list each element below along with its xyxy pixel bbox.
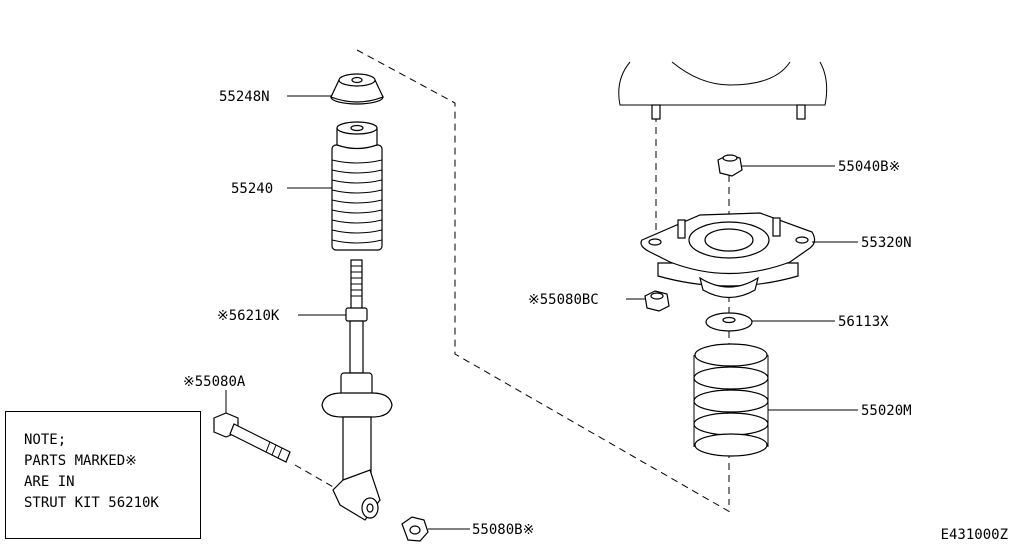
label-mount-insulator: 55320N	[861, 235, 912, 251]
assembly-dashed-line-shock	[356, 49, 731, 513]
note-line: NOTE;	[24, 432, 67, 448]
note-line: PARTS MARKED※	[24, 453, 137, 469]
label-strut-kit: ※56210K	[217, 308, 280, 324]
mount-insulator-part[interactable]	[640, 212, 816, 299]
top-nut-part[interactable]	[717, 154, 743, 177]
label-mount-nut: ※55080BC	[528, 292, 599, 308]
label-bound-bumper: 55240	[231, 181, 273, 197]
vehicle-body-part	[618, 61, 828, 120]
note-box: NOTE; PARTS MARKED※ ARE IN STRUT KIT 562…	[5, 411, 201, 539]
note-line: ARE IN	[24, 474, 75, 490]
bottom-nut-part[interactable]	[401, 516, 429, 542]
label-top-nut: 55040B※	[838, 159, 900, 175]
label-bolt: ※55080A	[183, 374, 246, 390]
bolt-part[interactable]	[213, 412, 291, 463]
shock-absorber-part[interactable]	[321, 259, 393, 521]
label-bound-cup: 55248N	[219, 89, 270, 105]
label-bottom-nut: 55080B※	[472, 522, 534, 538]
bound-cup-part[interactable]	[330, 73, 384, 105]
mount-nut-part[interactable]	[644, 290, 670, 312]
coil-spring-part[interactable]	[693, 343, 769, 457]
diagram-code: E431000Z	[940, 527, 1008, 543]
label-spring-seat: 56113X	[838, 314, 889, 330]
spring-seat-part[interactable]	[705, 312, 753, 332]
bound-bumper-part[interactable]	[331, 121, 383, 251]
assembly-dashed-line-bolt	[294, 464, 336, 489]
note-line: STRUT KIT 56210K	[24, 495, 159, 511]
label-coil-spring: 55020M	[861, 403, 912, 419]
